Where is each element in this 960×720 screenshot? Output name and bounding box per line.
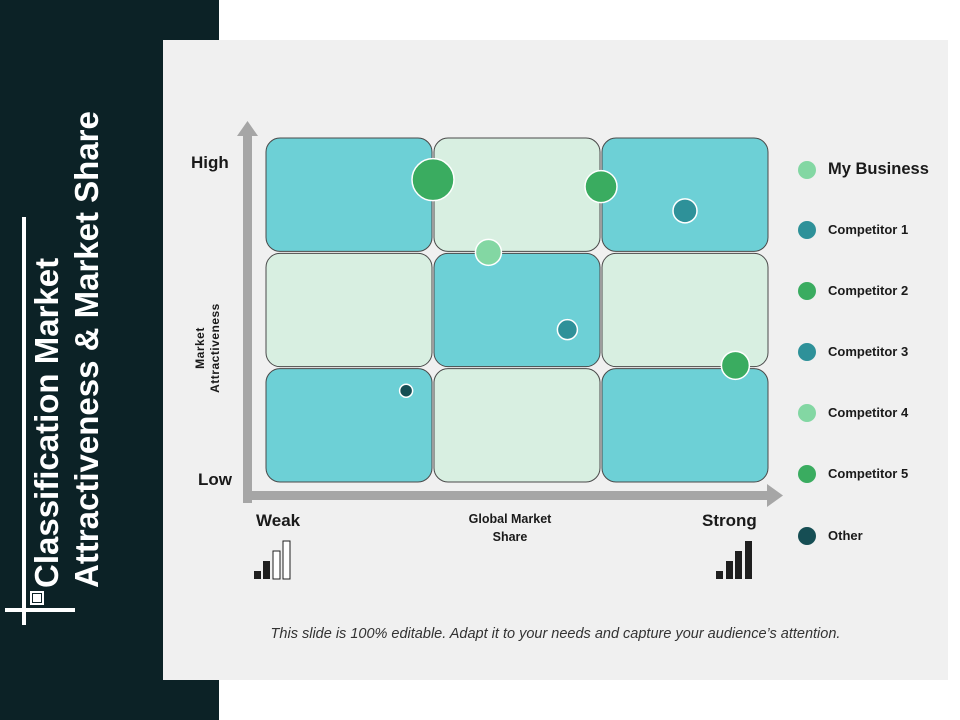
matrix-cell — [601, 137, 769, 252]
decorative-vertical-line — [22, 217, 26, 625]
x-axis-title: Global Market Share — [468, 512, 552, 544]
matrix-cell — [265, 252, 433, 368]
x-weak-label: Weak — [256, 511, 301, 530]
x-strong-label: Strong — [702, 511, 757, 530]
legend-dot-icon — [798, 282, 816, 300]
matrix-cell — [433, 137, 601, 252]
legend-label: Competitor 2 — [828, 283, 909, 298]
decorative-square-inner — [33, 594, 41, 602]
scatter-point — [398, 383, 414, 398]
legend-label: Competitor 1 — [828, 222, 909, 237]
legend-label: My Business — [828, 160, 929, 178]
legend-dot-icon — [798, 404, 816, 422]
matrix-cell — [601, 368, 769, 483]
scatter-point — [720, 350, 751, 381]
x-axis-arrowhead — [767, 484, 783, 507]
matrix-cell — [601, 252, 769, 368]
matrix-cell — [433, 368, 601, 483]
y-axis-line — [243, 133, 252, 503]
matrix-cell — [433, 252, 601, 368]
legend-label: Competitor 3 — [828, 344, 909, 359]
y-low-label: Low — [198, 470, 232, 489]
scatter-point — [474, 238, 503, 267]
scatter-point — [584, 169, 618, 204]
legend-dot-icon — [798, 343, 816, 361]
legend-dot-icon — [798, 527, 816, 545]
y-high-label: High — [191, 153, 229, 172]
legend-label: Other — [828, 528, 863, 543]
footer-note: This slide is 100% editable. Adapt it to… — [270, 626, 841, 642]
matrix-cell — [265, 137, 433, 252]
strong-bars-icon — [716, 541, 752, 579]
y-axis-title: Market Attractiveness — [193, 303, 222, 393]
decorative-horizontal-line — [5, 608, 75, 612]
legend-dot-icon — [798, 161, 816, 179]
matrix-axes — [237, 121, 783, 507]
y-axis-arrowhead — [237, 121, 258, 136]
matrix-points — [398, 157, 751, 398]
legend-dot-icon — [798, 465, 816, 483]
matrix-cells — [265, 137, 769, 483]
legend-label: Competitor 4 — [828, 405, 909, 420]
scatter-point — [411, 157, 455, 202]
matrix-cell — [265, 368, 433, 483]
scatter-point — [556, 318, 579, 341]
title-area: Classification Market Attractiveness & M… — [0, 0, 219, 720]
x-axis-line — [243, 491, 770, 500]
legend-dot-icon — [798, 221, 816, 239]
legend-label: Competitor 5 — [828, 466, 909, 481]
weak-bars-icon — [254, 540, 291, 580]
scatter-point — [672, 198, 698, 224]
